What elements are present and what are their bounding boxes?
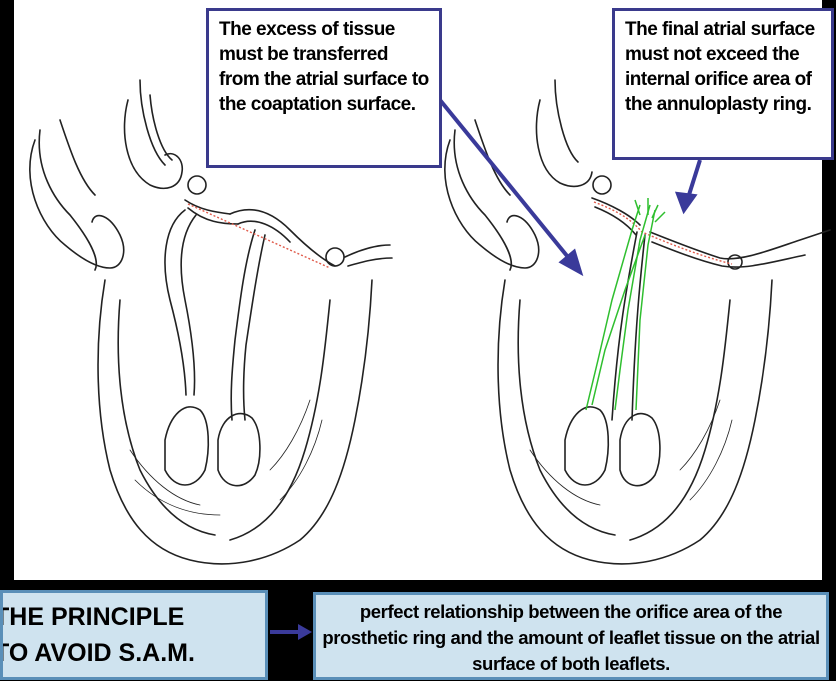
left-annulus-dotted-line xyxy=(188,204,330,268)
principle-arrow xyxy=(268,620,316,644)
principle-line-1: THE PRINCIPLE xyxy=(0,599,265,635)
principle-box: THE PRINCIPLE TO AVOID S.A.M. xyxy=(0,590,268,680)
green-coaptation-lines xyxy=(586,198,665,410)
callout-excess-tissue: The excess of tissue must be transferred… xyxy=(206,8,442,168)
relationship-box: perfect relationship between the orifice… xyxy=(313,592,829,680)
arrow-to-atrial-surface xyxy=(678,160,700,210)
principle-line-2: TO AVOID S.A.M. xyxy=(0,635,265,671)
arrow-to-left-coaptation xyxy=(440,100,580,272)
callout-final-atrial-surface: The final atrial surface must not exceed… xyxy=(612,8,834,160)
